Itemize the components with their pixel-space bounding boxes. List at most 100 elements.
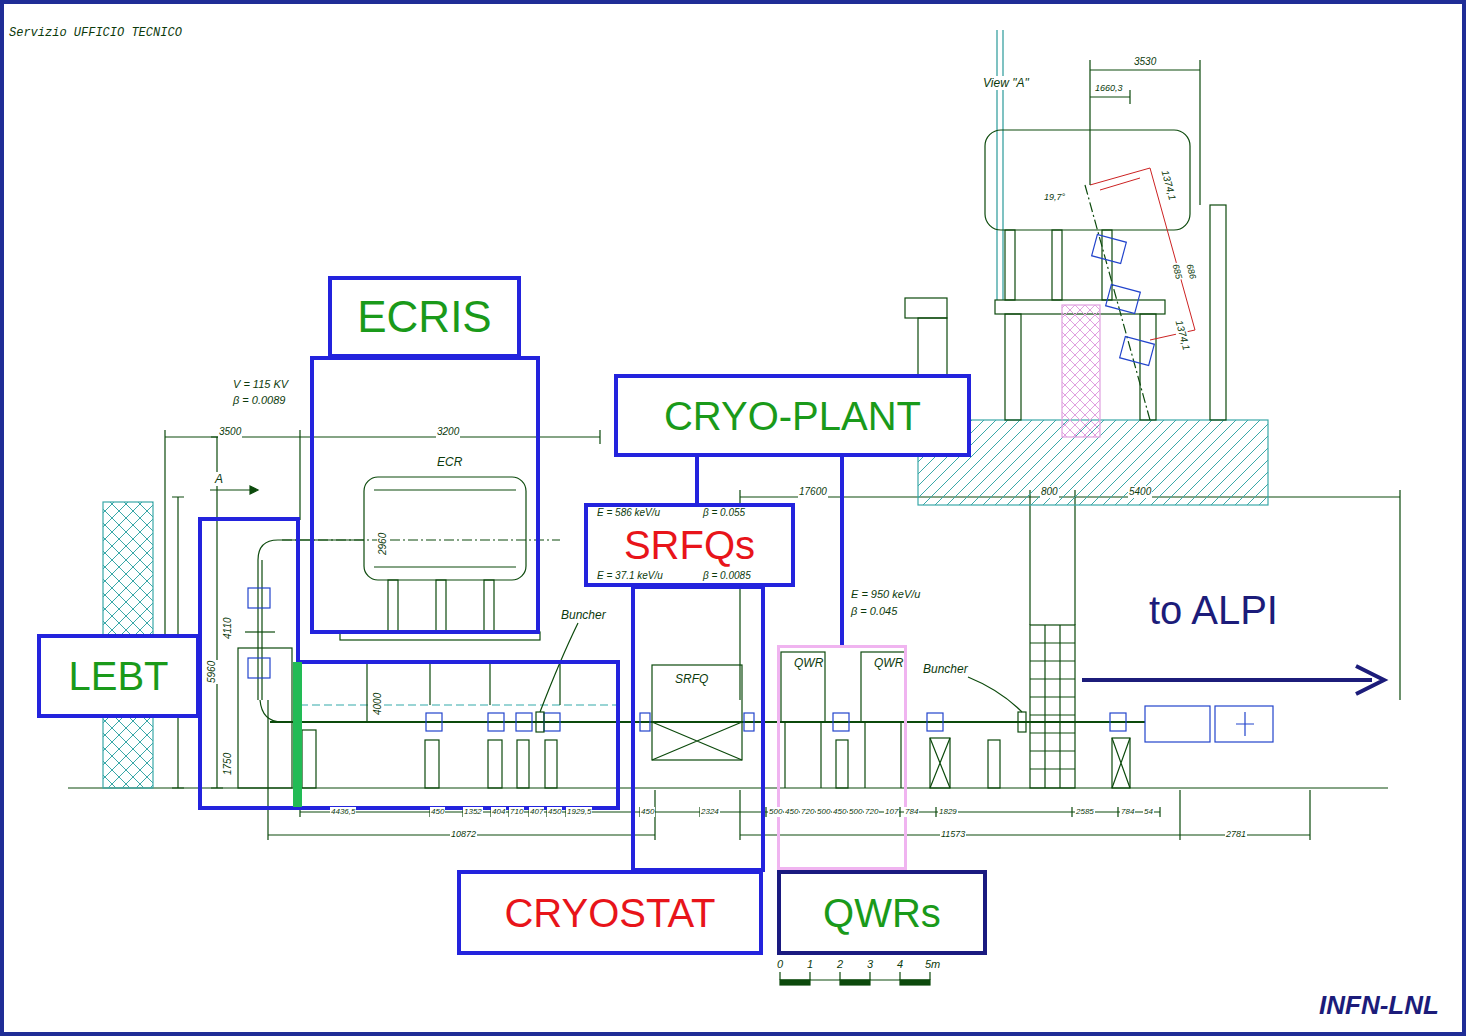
drawing-part [293,662,302,807]
drawing-part [833,713,849,731]
drawing-annotation: 54 [1143,807,1154,817]
drawing-annotation: A [214,472,224,486]
drawing-annotation: 11573 [940,829,966,840]
drawing-part [781,652,825,722]
drawing-annotation: 1929,5 [566,807,592,817]
drawing-annotation: SRFQ [674,672,709,686]
drawing-annotation: 720 [800,807,815,817]
drawing-annotation: View "A" [982,76,1030,90]
drawing-part [364,477,526,580]
drawing-part [1215,706,1273,742]
drawing-part [985,130,1190,230]
drawing-part [1092,234,1127,263]
drawing-annotation: β = 0.045 [850,605,898,618]
drawing-part [1090,60,1200,205]
drawing-annotation: E = 950 keV/u [850,588,921,601]
drawing-part [1112,738,1130,788]
drawing-part [785,722,901,788]
drawing-part [1210,205,1226,420]
drawing-part [210,489,250,490]
node-label: CRYOSTAT [504,893,715,933]
drawing-annotation: 10872 [450,829,477,840]
drawing-annotation: 784 [1120,807,1135,817]
drawing-part [633,587,763,870]
drawing-annotation: 2 [836,958,844,971]
node-label: QWRs [823,893,941,933]
drawing-annotation: 500 [816,807,831,817]
drawing-annotation: 2324 [700,807,720,817]
drawing-part [1030,625,1075,788]
node-label: ECRIS [357,295,491,339]
caption-text: to ALPI [1148,586,1279,634]
label-box: QWRs [777,870,987,955]
drawing-annotation: 500 [768,807,783,817]
drawing-annotation: Buncher [922,662,969,676]
drawing-part [258,560,262,700]
connector-line [840,457,844,645]
drawing-annotation: 107 [884,807,899,817]
drawing-part [488,740,502,788]
drawing-part [1085,185,1150,420]
drawing-annotation: 1 [806,958,814,971]
drawing-part [536,712,544,732]
node-label: QWR [794,657,823,669]
drawing-part [544,713,560,731]
drawing-annotation: Servizio UFFICIO TECNICO [8,26,183,40]
drawing-part [238,648,292,788]
drawing-annotation: β = 0.0085 [702,570,752,582]
drawing-annotation: 2781 [1225,829,1247,840]
drawing-part [988,740,1000,788]
drawing-part [1110,713,1126,731]
drawing-annotation: 685 [1170,262,1185,281]
drawing-part [165,430,600,700]
drawing-part [744,713,754,731]
drawing-annotation: 5960 [206,660,218,684]
drawing-part [1356,666,1384,694]
drawing-annotation: 450 [547,807,562,817]
drawing-part [1106,284,1141,313]
drawing-annotation: 4436,5 [330,807,356,817]
drawing-annotation: 3530 [1133,56,1157,68]
qwr-region: QWRQWR [777,645,907,870]
node-label: CRYO-PLANT [664,396,921,436]
drawing-part [1145,706,1210,742]
drawing-annotation: 407 [529,807,544,817]
drawing-annotation: 404 [491,807,506,817]
drawing-part [997,30,1003,300]
drawing-annotation: 1660,3 [1094,83,1124,94]
drawing-part [200,519,618,808]
drawing-part [1005,314,1021,420]
drawing-part [248,658,270,678]
label-box: CRYO-PLANT [614,374,971,457]
drawing-part [282,539,560,540]
drawing-part [245,631,275,632]
drawing-annotation: 1374,1 [1158,168,1178,203]
drawing-annotation: Buncher [560,608,607,622]
drawing-part [1030,625,1075,788]
drawing-part [516,713,532,731]
drawing-annotation: V = 115 KV [232,378,289,391]
drawing-part [425,740,439,788]
drawing-part [517,740,529,788]
drawing-part [268,700,1310,840]
drawing-part [1092,234,1155,365]
drawing-part [1062,305,1100,437]
drawing-part [652,722,742,760]
drawing-part [488,713,504,731]
drawing-part [68,30,1400,985]
drawing-annotation: 3200 [436,426,460,438]
drawing-part [652,722,742,760]
drawing-annotation: 3500 [218,426,242,438]
drawing-annotation: E = 37.1 keV/u [596,570,664,582]
drawing-part [312,358,538,632]
drawing-annotation: β = 0.0089 [232,394,286,407]
drawing-part [930,738,950,788]
drawing-part [374,490,516,567]
drawing-annotation: 1352 [463,807,483,817]
drawing-annotation: 450 [832,807,847,817]
drawing-part [426,713,442,731]
drawing-part [927,713,943,731]
drawing-annotation: 4 [896,958,904,971]
drawing-part [540,623,578,712]
